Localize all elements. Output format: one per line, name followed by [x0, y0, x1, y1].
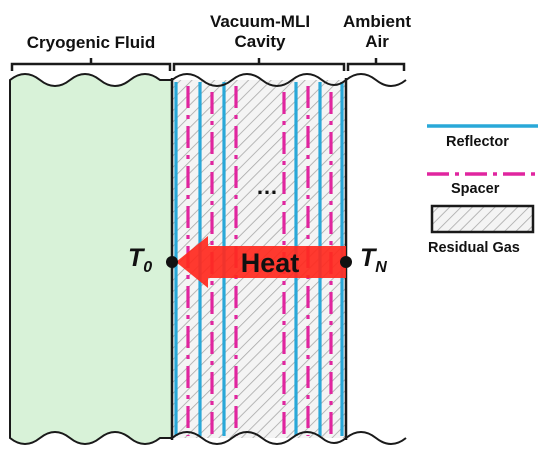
tn-point [340, 256, 352, 268]
ambient-top-edge [345, 73, 407, 87]
heat-arrow [176, 236, 346, 288]
t0-point [166, 256, 178, 268]
bracket-cavity [172, 58, 346, 71]
cavity-top-edge [171, 73, 347, 87]
cavity-bottom-edge [171, 431, 347, 445]
bracket-cryogenic [10, 58, 172, 71]
tn-subscript: N [375, 259, 387, 276]
header-cavity-line2: Cavity [234, 32, 286, 51]
legend-residual-gas-label: Residual Gas [428, 240, 520, 256]
header-ambient-line2: Air [365, 32, 389, 51]
legend-spacer-label: Spacer [451, 181, 500, 197]
legend-reflector-label: Reflector [446, 134, 509, 150]
header-cryogenic-fluid: Cryogenic Fluid [26, 33, 156, 52]
tn-symbol: T [360, 244, 376, 272]
header-ambient-line1: Ambient [343, 12, 411, 31]
bracket-ambient [346, 58, 406, 71]
header-cavity-line1: Vacuum-MLI [209, 12, 311, 31]
layers-ellipsis: … [256, 174, 278, 199]
header-ambient-air: Ambient Air [340, 12, 414, 52]
t0-symbol: T [128, 244, 144, 272]
heat-label: Heat [241, 248, 300, 278]
header-vacuum-mli-cavity: Vacuum-MLI Cavity [185, 12, 335, 52]
ambient-bottom-edge [345, 431, 407, 445]
legend-residual-gas-swatch [430, 204, 535, 234]
temperature-tn-label: TN [360, 244, 387, 277]
t0-subscript: 0 [143, 259, 153, 276]
temperature-t0-label: T0 [128, 244, 152, 277]
